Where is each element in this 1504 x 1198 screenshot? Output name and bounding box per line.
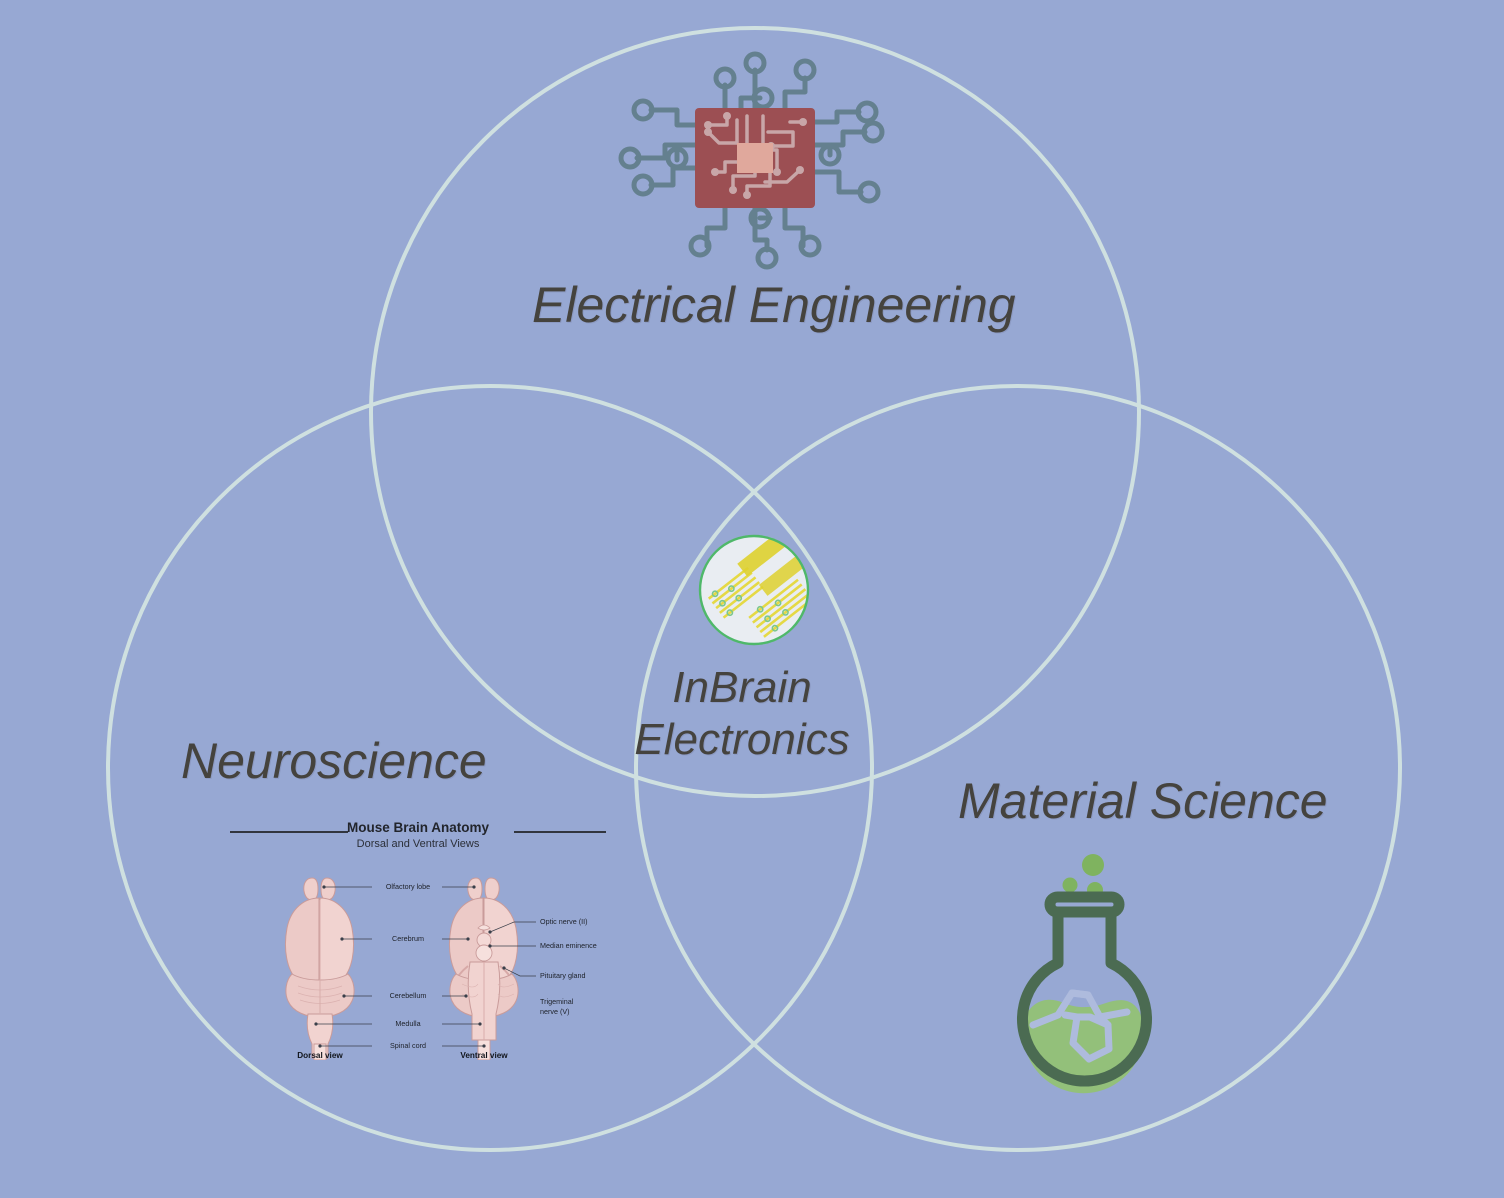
flask-icon [1017,854,1152,1094]
ventral-brain-illustration [448,877,519,1060]
title-rule-left [230,831,348,833]
venn-label-electrical-engineering[interactable]: Electrical Engineering [532,277,1016,333]
label-medulla: Medulla [395,1019,420,1028]
label-trigeminal-nerve-line1: Trigeminal [540,997,574,1006]
label-median-eminence: Median eminence [540,941,597,950]
label-trigeminal-nerve-line2: nerve (V) [540,1007,570,1016]
title-rule-right [514,831,606,833]
circle-electrical-engineering[interactable] [369,26,1141,798]
label-cerebrum: Cerebrum [392,934,424,943]
circle-material-science[interactable] [634,384,1402,1152]
dorsal-brain-illustration [284,877,355,1060]
label-olfactory-lobe: Olfactory lobe [386,882,430,891]
label-spinal-cord: Spinal cord [390,1041,426,1050]
caption-ventral-view: Ventral view [460,1051,508,1060]
microchip-icon [618,51,885,270]
caption-dorsal-view: Dorsal view [297,1051,343,1060]
venn-label-material-science[interactable]: Material Science [958,773,1328,829]
brain-figure-title: Mouse Brain Anatomy [346,820,490,835]
venn-label-neuroscience[interactable]: Neuroscience [181,733,487,789]
mouse-brain-anatomy-figure: Mouse Brain Anatomy Dorsal and Ventral V… [228,820,608,1060]
venn-label-inbrain-electronics[interactable]: InBrain Electronics [597,662,887,766]
graphene-electrode-array-photo [698,534,810,646]
label-optic-nerve: Optic nerve (II) [540,917,588,926]
label-cerebellum: Cerebellum [390,991,427,1000]
inbrain-label-line2: Electronics [634,714,850,764]
brain-illustration: Olfactory lobe Cerebrum Cerebellum Medul… [284,877,597,1060]
label-pituitary-gland: Pituitary gland [540,971,586,980]
circle-neuroscience[interactable] [106,384,874,1152]
brain-figure-subtitle: Dorsal and Ventral Views [356,838,480,850]
bubble-small [1062,877,1078,893]
bubble-large [1082,854,1104,876]
inbrain-label-line1: InBrain [672,663,812,712]
